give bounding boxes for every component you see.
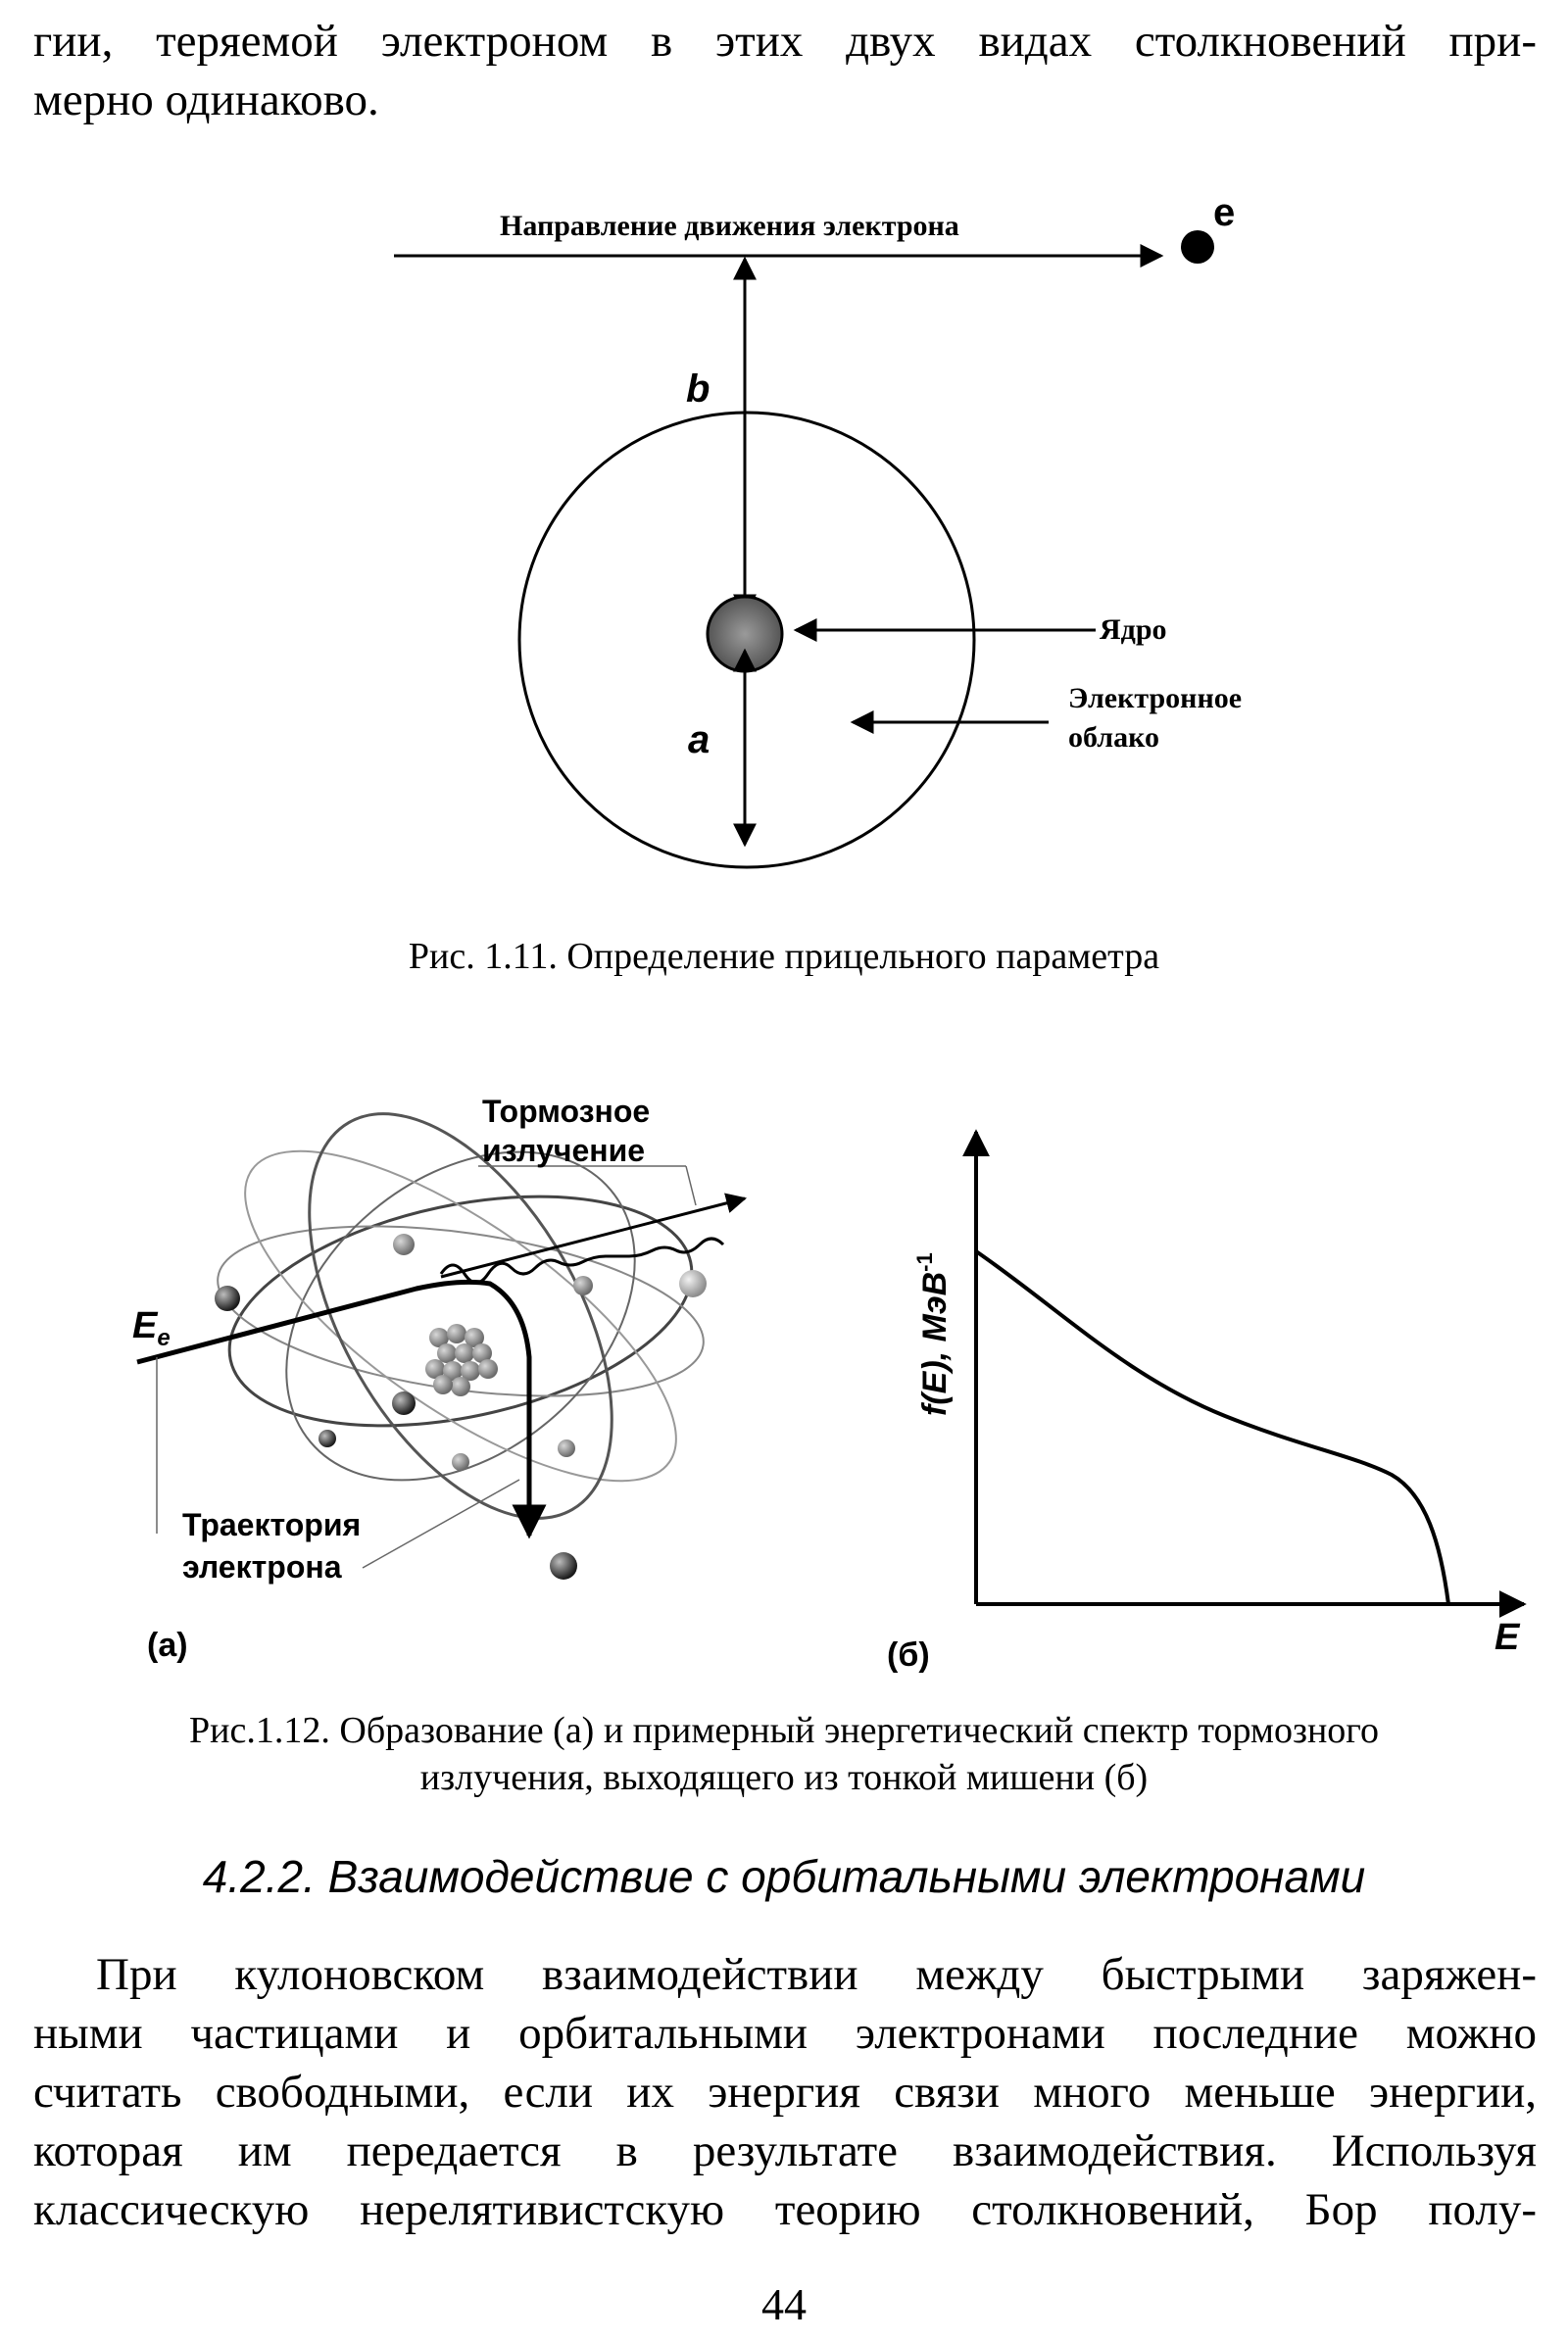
direction-label: Направление движения электрона bbox=[500, 210, 959, 242]
orbital-electron bbox=[393, 1234, 415, 1255]
radiation-label-line1: Тормозное bbox=[482, 1094, 650, 1129]
body-line-2: ными частицами и орбитальными электронам… bbox=[33, 2008, 1537, 2059]
panel-a-tag: (а) bbox=[147, 1627, 188, 1664]
spectrum-curve bbox=[974, 1249, 1450, 1605]
intro-line-1: гии, теряемой электроном в этих двух вид… bbox=[33, 16, 1537, 67]
section-heading: 4.2.2. Взаимодействие с орбитальными эле… bbox=[202, 1851, 1366, 1902]
figure-1-11-caption: Рис. 1.11. Определение прицельного парам… bbox=[408, 936, 1160, 977]
figure-1-12-caption-line2: излучения, выходящего из тонкой мишени (… bbox=[419, 1757, 1149, 1798]
orbital-electron bbox=[679, 1270, 707, 1297]
a-label: a bbox=[688, 718, 710, 761]
panel-a-atom bbox=[215, 1112, 707, 1580]
intro-paragraph: гии, теряемой электроном в этих двух вид… bbox=[33, 12, 1537, 129]
trajectory-label-line2: электрона bbox=[182, 1549, 342, 1585]
figure-1-11: Направление движения электрона e b a Ядр… bbox=[394, 191, 1242, 869]
orbital-electron bbox=[392, 1391, 416, 1415]
energy-label: Ee bbox=[132, 1305, 171, 1351]
body-paragraph: При кулоновском взаимодействии между быс… bbox=[33, 1945, 1537, 2239]
figure-1-12: Тормозное излучение Ee Траектория электр… bbox=[132, 1094, 1527, 1674]
figure-1-12-caption-line1: Рис.1.12. Образование (а) и примерный эн… bbox=[189, 1710, 1379, 1751]
body-line-5: классическую нерелятивистскую теорию сто… bbox=[33, 2184, 1537, 2235]
page-number: 44 bbox=[761, 2279, 807, 2329]
orbital-electron bbox=[215, 1286, 240, 1311]
bremsstrahlung-arrow bbox=[440, 1193, 748, 1279]
body-line-4: которая им передается в результате взаим… bbox=[33, 2125, 1537, 2176]
figure-1-12-caption: Рис.1.12. Образование (а) и примерный эн… bbox=[0, 1707, 1568, 1801]
nucleus-cluster bbox=[425, 1324, 498, 1396]
radiation-label-line2: излучение bbox=[482, 1133, 645, 1168]
orbital-electron bbox=[558, 1439, 575, 1457]
electron-dot bbox=[1181, 230, 1214, 264]
orbital-electron bbox=[318, 1430, 336, 1447]
electron-trajectory bbox=[136, 1279, 547, 1539]
trajectory-label-line1: Траектория bbox=[182, 1507, 361, 1542]
y-axis-label: f(E), МэВ-1 bbox=[912, 1252, 954, 1416]
body-line-3: считать свободными, если их энергия связ… bbox=[33, 2067, 1537, 2118]
trajectory-leader bbox=[362, 1479, 520, 1569]
intro-line-2: мерно одинаково. bbox=[33, 74, 379, 125]
electron-label: e bbox=[1213, 191, 1235, 234]
orbital-electron bbox=[550, 1552, 577, 1580]
cloud-label-line1: Электронное bbox=[1068, 682, 1242, 714]
orbital-electron bbox=[452, 1453, 469, 1471]
nucleus-label: Ядро bbox=[1100, 613, 1167, 646]
panel-b-tag: (б) bbox=[887, 1636, 930, 1674]
bremsstrahlung-wave bbox=[439, 1237, 725, 1285]
panel-b-chart: f(E), МэВ-1 E (б) bbox=[887, 1129, 1527, 1674]
orbital-electron bbox=[573, 1276, 593, 1295]
b-label: b bbox=[686, 367, 710, 411]
radiation-leader-2 bbox=[685, 1165, 697, 1206]
x-axis-label: E bbox=[1494, 1617, 1521, 1658]
body-line-1: При кулоновском взаимодействии между быс… bbox=[96, 1949, 1537, 2000]
cloud-label-line2: облако bbox=[1068, 721, 1159, 754]
